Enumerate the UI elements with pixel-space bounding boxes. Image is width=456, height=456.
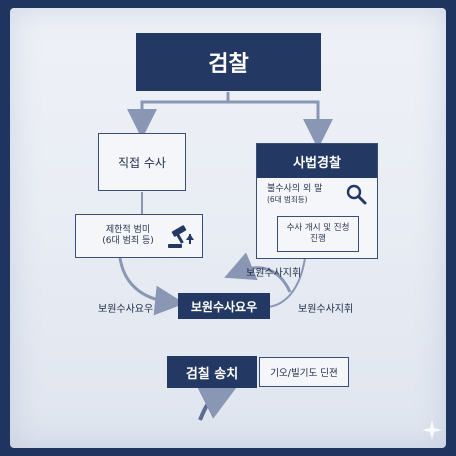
title-text: 검찰	[208, 52, 249, 77]
judicial-police-label: 사법경찰	[293, 155, 341, 171]
decision-label: 기오/빌기도 딘젼	[270, 368, 338, 379]
indictment-up-arrow	[195, 383, 240, 421]
title-to-police-arrow	[228, 100, 333, 149]
indictment-label: 검칠 송치	[185, 366, 239, 382]
sparkle-icon	[422, 420, 442, 440]
decision-box: 기오/빌기도 딘젼	[259, 357, 349, 387]
limited-crime-line1: 제한적 범미	[105, 224, 151, 235]
limited-crime-line2: (6대 범죄 등)	[102, 236, 154, 246]
indictment-box: 검칠 송치	[167, 356, 257, 388]
center-to-police-arrow	[224, 252, 292, 293]
limited-to-center-arrow	[118, 257, 185, 316]
supplementary-request-label: 보원수사요우	[190, 299, 258, 314]
outside-investigation-row: 불수사의 외 말 (6대 범죄등)	[257, 178, 377, 214]
supp-left-label: 보원수사요우	[98, 304, 154, 315]
limited-crime-box: 제한적 범미 (6대 범죄 등)	[75, 214, 203, 258]
direct-investigation-box: 직접 수사	[98, 133, 186, 191]
supp-right-label: 보원수사지휘	[298, 304, 354, 315]
title-box: 검찰	[136, 33, 321, 91]
gavel-icon	[168, 225, 194, 248]
supplementary-request-box: 보원수사요우	[178, 293, 270, 319]
judicial-police-header: 사법경찰	[257, 144, 377, 178]
investigation-start-box: 수사 개시 및 진청 진행	[277, 216, 359, 252]
title-to-direct-arrow	[127, 92, 230, 139]
direct-investigation-label: 직접 수사	[118, 155, 166, 170]
judicial-police-box: 사법경찰 불수사의 외 말 (6대 범죄등) 수사 개시 및 진청 진행	[256, 143, 378, 259]
investigation-line2: 진행	[310, 234, 326, 244]
investigation-line1: 수사 개시 및 진청	[286, 223, 350, 234]
search-icon	[346, 184, 367, 205]
police-to-center-curve	[267, 257, 306, 308]
outside-line1: 불수사의 외 말	[267, 184, 323, 194]
outside-line2: (6대 범죄등)	[267, 195, 308, 205]
supp-direction-label: 보원수사지휘	[246, 268, 302, 279]
